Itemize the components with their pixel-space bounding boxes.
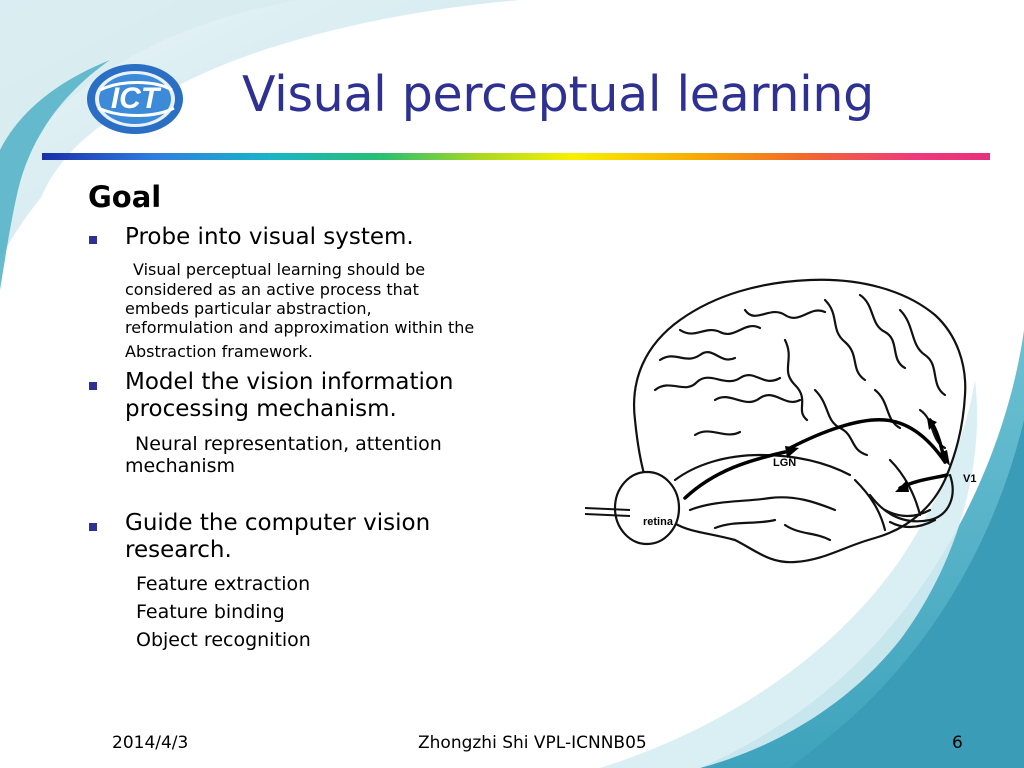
bullet-1-text: Probe into visual system. (125, 224, 414, 250)
bullet-1-detail: reformulation and approximation within t… (125, 318, 475, 337)
bullet-square-icon (89, 382, 97, 390)
goal-heading: Goal (88, 180, 162, 214)
footer-date: 2014/4/3 (112, 733, 189, 753)
bullet-3-text: Guide the computer vision (125, 510, 431, 536)
bullet-2-detail: mechanism (125, 455, 236, 477)
bullet-2-text: Model the vision information (125, 369, 454, 395)
ict-logo: ICT (87, 64, 183, 134)
figure-label-v1: V1 (963, 473, 976, 485)
bullet-2-detail: Neural representation, attention (135, 433, 442, 455)
page-number: 6 (952, 733, 963, 753)
logo-text: ICT (111, 82, 162, 115)
bullet-1-detail: Abstraction framework. (125, 342, 313, 361)
brain-visual-pathway-figure: LGN V1 retina (585, 278, 976, 564)
title-divider (42, 153, 990, 160)
figure-label-lgn: LGN (773, 457, 796, 469)
bullet-1-detail: embeds particular abstraction, (125, 299, 372, 318)
bullet-2-text: processing mechanism. (125, 396, 397, 422)
bullet-1-detail: Visual perceptual learning should be (133, 260, 426, 279)
bullet-1-detail: considered as an active process that (125, 280, 419, 299)
bullet-3-detail: Object recognition (136, 629, 311, 651)
figure-label-retina: retina (643, 516, 674, 528)
slide-title: Visual perceptual learning (242, 66, 874, 123)
footer-center: Zhongzhi Shi VPL-ICNNB05 (418, 733, 647, 753)
bullet-3-text: research. (125, 537, 232, 563)
bullet-3-detail: Feature extraction (136, 573, 311, 595)
bullet-square-icon (89, 236, 97, 244)
bullet-square-icon (89, 523, 97, 531)
bullet-3-detail: Feature binding (136, 601, 285, 623)
